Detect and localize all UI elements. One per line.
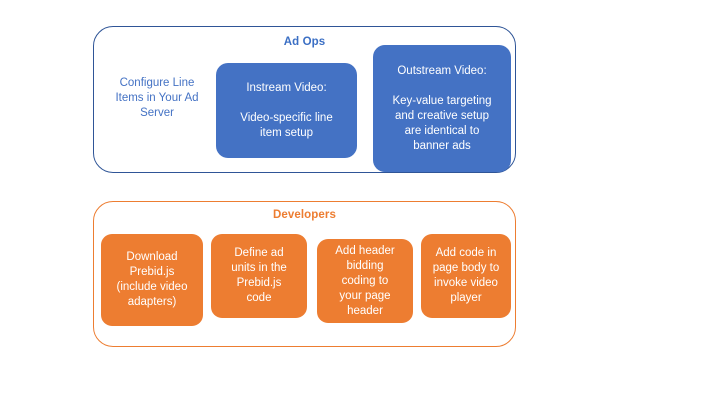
- node-download-prebid[interactable]: Download Prebid.js (include video adapte…: [101, 234, 203, 326]
- node-add-header-bidding[interactable]: Add header bidding coding to your page h…: [317, 239, 413, 323]
- label-configure-line-items: Configure Line Items in Your Ad Server: [115, 77, 199, 119]
- node-instream-video[interactable]: Instream Video: Video-specific line item…: [216, 63, 357, 158]
- group-title-ad-ops: Ad Ops: [283, 36, 326, 48]
- node-define-ad-units[interactable]: Define ad units in the Prebid.js code: [211, 234, 307, 318]
- node-add-page-body-code[interactable]: Add code in page body to invoke video pl…: [421, 234, 511, 318]
- node-outstream-video[interactable]: Outstream Video: Key-value targeting and…: [373, 45, 511, 172]
- group-title-developers: Developers: [272, 209, 336, 221]
